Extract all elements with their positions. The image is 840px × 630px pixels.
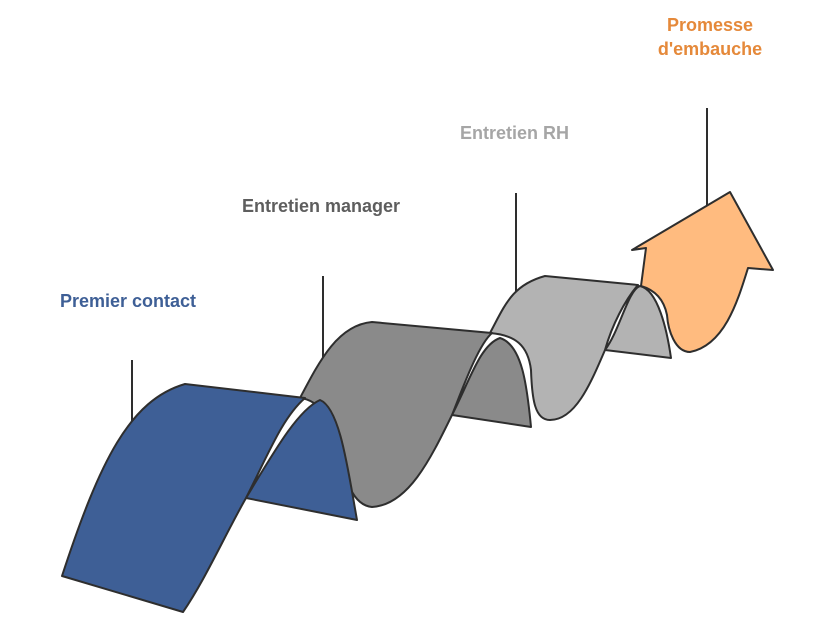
- step-label-promesse-embauche: Promesse d'embauche: [645, 13, 775, 61]
- wave-entretien-rh: [489, 275, 672, 421]
- wave-premier-contact: [61, 383, 358, 613]
- step-label-entretien-rh: Entretien RH: [460, 123, 570, 143]
- step-label-entretien-manager: Entretien manager: [242, 196, 401, 216]
- step-label-premier-contact: Premier contact: [60, 291, 197, 311]
- arrow-up-icon: [631, 191, 774, 353]
- step-label-line1: Promesse: [666, 15, 754, 35]
- step-label-line2: d'embauche: [657, 39, 763, 59]
